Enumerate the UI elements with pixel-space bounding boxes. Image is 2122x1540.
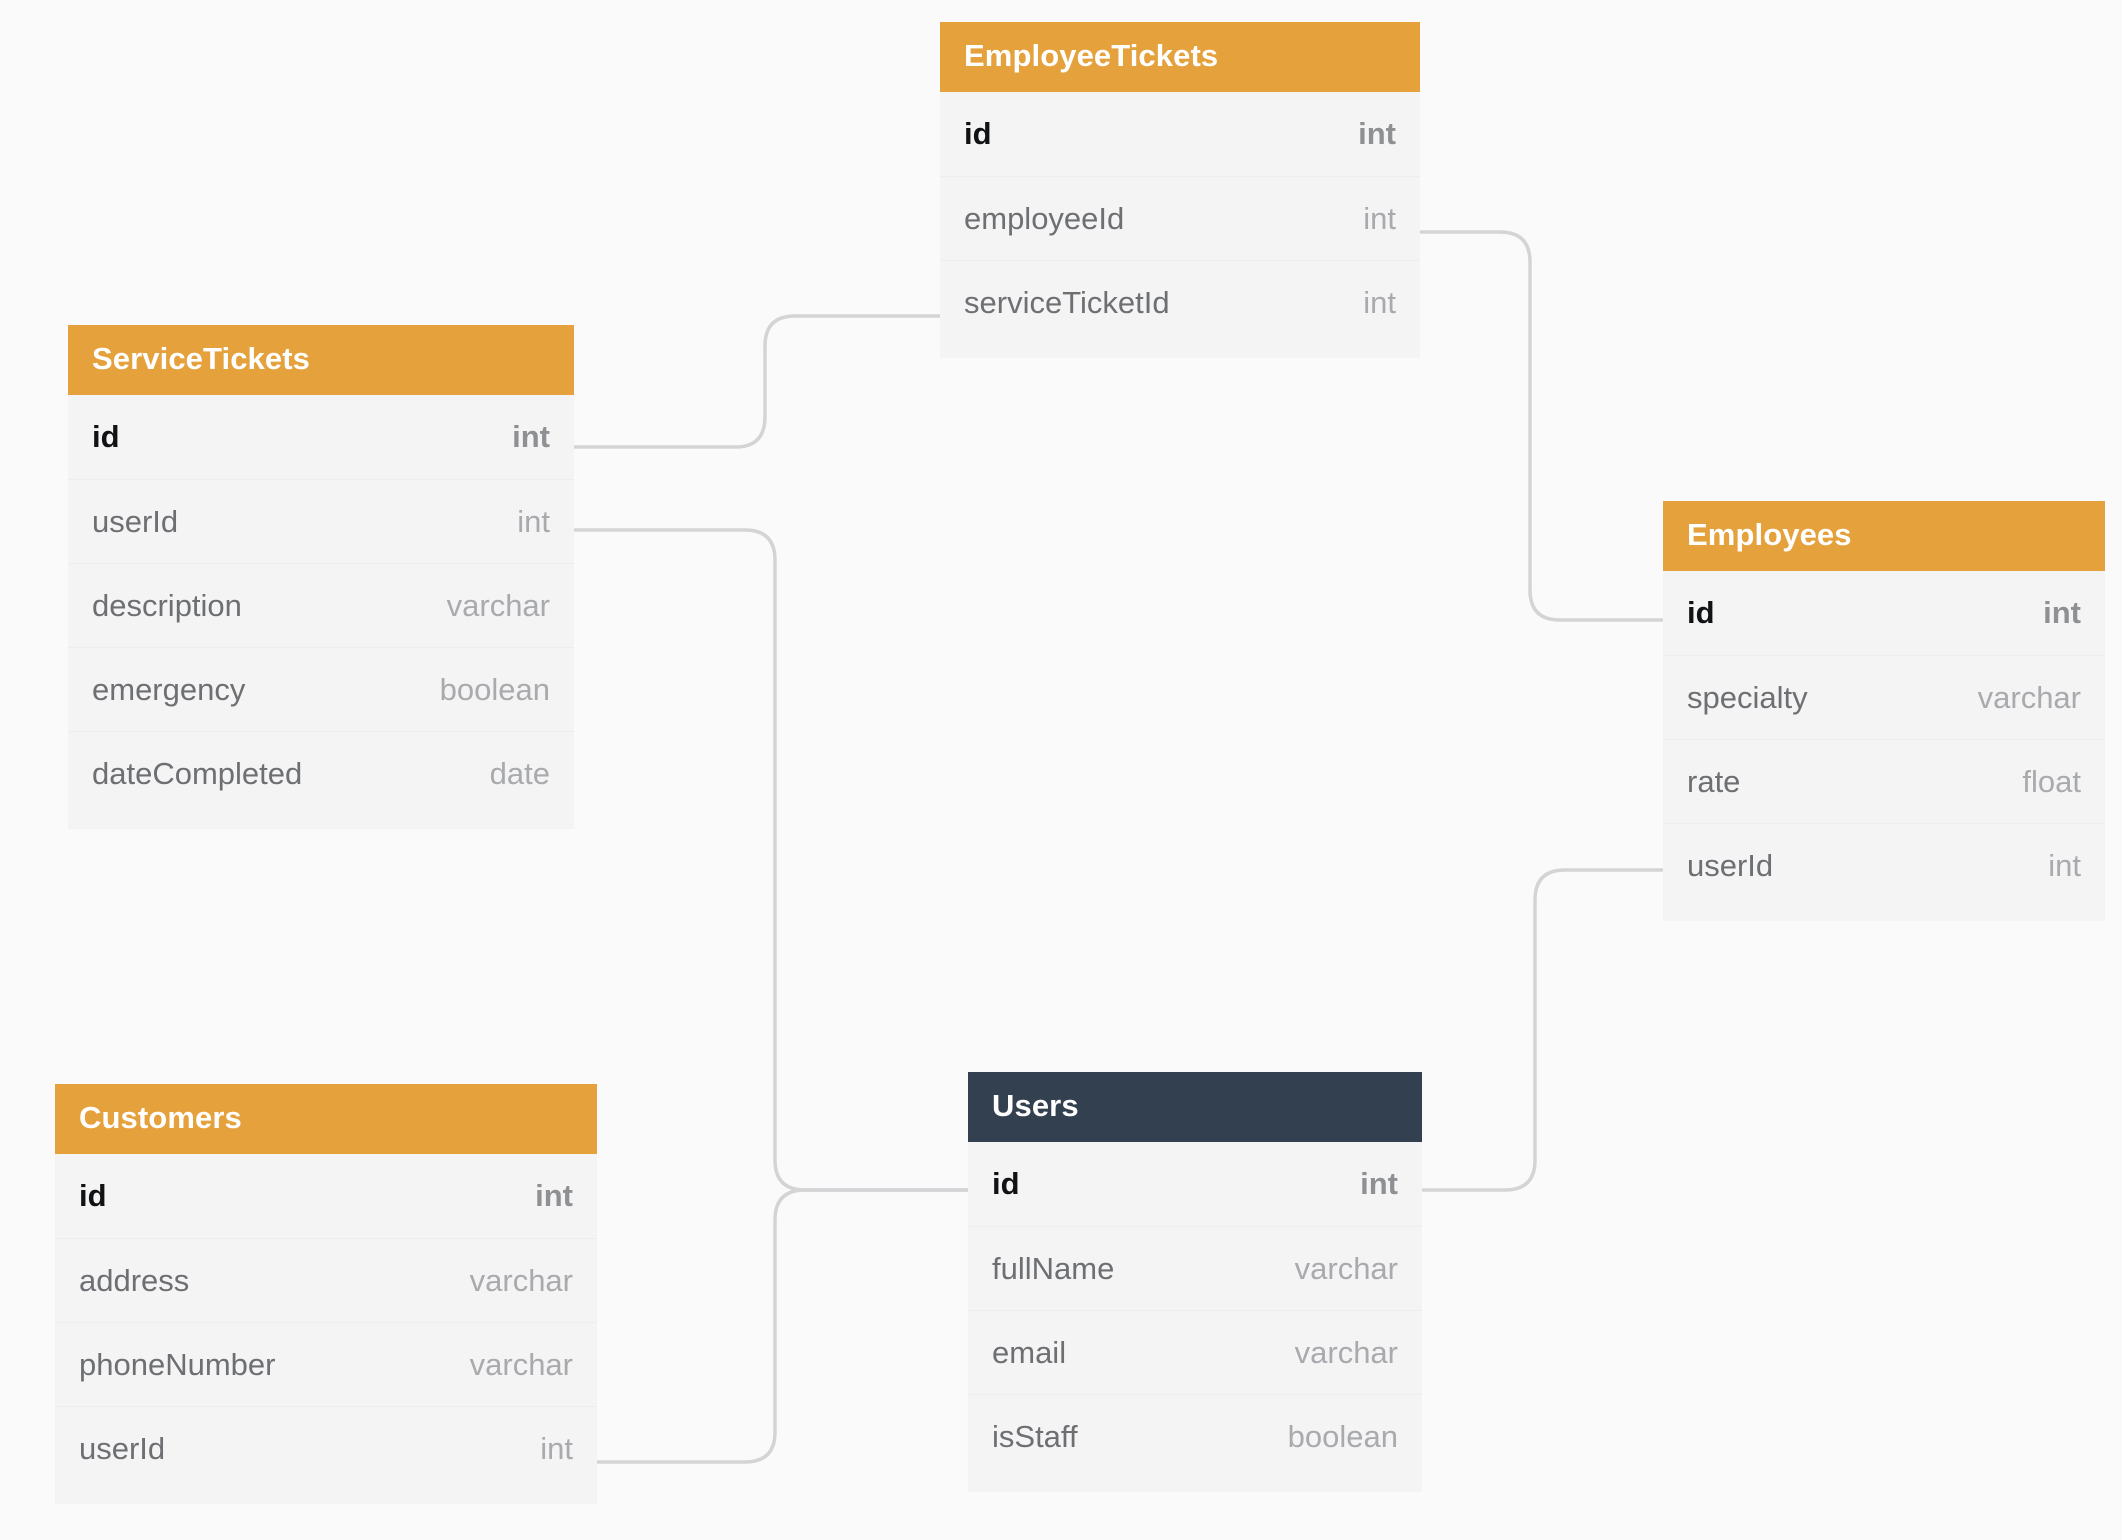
field-type: varchar bbox=[1294, 1334, 1398, 1370]
edge-customers-userid-to-users-id bbox=[595, 1188, 970, 1464]
field-type: varchar bbox=[469, 1262, 573, 1298]
field-name: id bbox=[992, 1166, 1020, 1202]
field-type: varchar bbox=[446, 587, 550, 623]
table-title-customers: Customers bbox=[55, 1084, 597, 1155]
field-type: float bbox=[2022, 763, 2081, 799]
edge-users-id-to-employees-userid bbox=[1420, 868, 1665, 1192]
field-row[interactable]: email varchar bbox=[968, 1310, 1422, 1394]
field-name: serviceTicketId bbox=[964, 284, 1170, 320]
field-row[interactable]: userId int bbox=[68, 479, 574, 563]
field-type: varchar bbox=[469, 1346, 573, 1382]
field-type: int bbox=[512, 419, 550, 455]
field-type: int bbox=[1363, 284, 1396, 320]
field-name: id bbox=[964, 116, 992, 152]
edge-servicetickets-id-to-employeetickets-serviceticketid bbox=[572, 314, 942, 449]
field-row[interactable]: specialty varchar bbox=[1663, 655, 2105, 739]
field-row[interactable]: address varchar bbox=[55, 1238, 597, 1322]
field-name: description bbox=[92, 587, 242, 623]
field-row[interactable]: phoneNumber varchar bbox=[55, 1322, 597, 1406]
field-row[interactable]: fullName varchar bbox=[968, 1226, 1422, 1310]
field-type: boolean bbox=[1287, 1418, 1398, 1454]
field-name: dateCompleted bbox=[92, 755, 303, 791]
field-row[interactable]: id int bbox=[68, 395, 574, 479]
field-type: date bbox=[489, 755, 550, 791]
field-type: boolean bbox=[439, 671, 550, 707]
field-name: emergency bbox=[92, 671, 246, 707]
field-row[interactable]: id int bbox=[968, 1142, 1422, 1226]
field-row[interactable]: id int bbox=[55, 1154, 597, 1238]
field-name: id bbox=[1687, 595, 1715, 631]
field-type: int bbox=[517, 503, 550, 539]
field-type: int bbox=[2043, 595, 2081, 631]
field-type: int bbox=[2048, 847, 2081, 883]
field-row[interactable]: id int bbox=[940, 92, 1420, 176]
table-card-employee-tickets[interactable]: EmployeeTickets id int employeeId int se… bbox=[940, 22, 1420, 359]
field-row[interactable]: employeeId int bbox=[940, 176, 1420, 260]
field-type: varchar bbox=[1294, 1250, 1398, 1286]
field-type: int bbox=[1358, 116, 1396, 152]
table-card-employees[interactable]: Employees id int specialty varchar rate … bbox=[1663, 501, 2105, 922]
field-type: int bbox=[540, 1430, 573, 1466]
field-row[interactable]: emergency boolean bbox=[68, 647, 574, 731]
field-type: int bbox=[1363, 200, 1396, 236]
table-title-service-tickets: ServiceTickets bbox=[68, 325, 574, 396]
card-bottom-padding bbox=[1663, 907, 2105, 921]
field-type: varchar bbox=[1977, 679, 2081, 715]
card-bottom-padding bbox=[940, 344, 1420, 358]
field-name: phoneNumber bbox=[79, 1346, 276, 1382]
field-row[interactable]: userId int bbox=[55, 1406, 597, 1490]
card-bottom-padding bbox=[68, 815, 574, 829]
field-row[interactable]: rate float bbox=[1663, 739, 2105, 823]
table-title-employees: Employees bbox=[1663, 501, 2105, 572]
field-type: int bbox=[535, 1178, 573, 1214]
table-title-users: Users bbox=[968, 1072, 1422, 1143]
field-name: fullName bbox=[992, 1250, 1115, 1286]
card-bottom-padding bbox=[968, 1478, 1422, 1492]
field-row[interactable]: description varchar bbox=[68, 563, 574, 647]
field-name: isStaff bbox=[992, 1418, 1078, 1454]
field-name: address bbox=[79, 1262, 190, 1298]
edge-employeetickets-employeeid-to-employees-id bbox=[1418, 230, 1665, 622]
field-name: id bbox=[79, 1178, 107, 1214]
field-row[interactable]: dateCompleted date bbox=[68, 731, 574, 815]
field-name: rate bbox=[1687, 763, 1741, 799]
field-row[interactable]: serviceTicketId int bbox=[940, 260, 1420, 344]
field-row[interactable]: isStaff boolean bbox=[968, 1394, 1422, 1478]
field-name: email bbox=[992, 1334, 1067, 1370]
field-name: userId bbox=[79, 1430, 166, 1466]
field-row[interactable]: id int bbox=[1663, 571, 2105, 655]
field-name: userId bbox=[1687, 847, 1774, 883]
edge-servicetickets-userid-to-users-id bbox=[572, 528, 970, 1192]
table-card-customers[interactable]: Customers id int address varchar phoneNu… bbox=[55, 1084, 597, 1505]
field-row[interactable]: userId int bbox=[1663, 823, 2105, 907]
field-name: id bbox=[92, 419, 120, 455]
table-title-employee-tickets: EmployeeTickets bbox=[940, 22, 1420, 93]
table-card-service-tickets[interactable]: ServiceTickets id int userId int descrip… bbox=[68, 325, 574, 830]
field-name: userId bbox=[92, 503, 179, 539]
field-name: specialty bbox=[1687, 679, 1808, 715]
table-card-users[interactable]: Users id int fullName varchar email varc… bbox=[968, 1072, 1422, 1493]
card-bottom-padding bbox=[55, 1490, 597, 1504]
field-name: employeeId bbox=[964, 200, 1125, 236]
field-type: int bbox=[1360, 1166, 1398, 1202]
